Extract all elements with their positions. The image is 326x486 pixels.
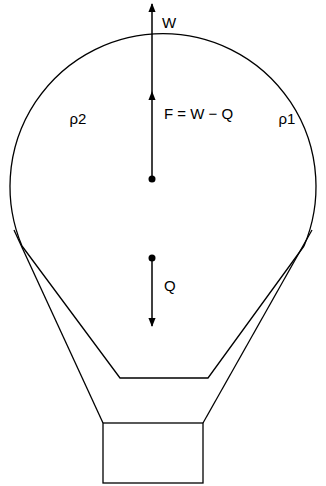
suspension-line (203, 230, 312, 423)
force-label: F = W − Q (164, 106, 233, 121)
suspension-line (14, 230, 103, 423)
force-label: W (162, 15, 176, 30)
balloon-envelope (10, 34, 316, 246)
center-of-buoyancy (149, 176, 156, 183)
lift-force-arrow (151, 92, 153, 178)
basket (103, 423, 203, 483)
weight-arrow (151, 258, 153, 326)
balloon-skirt (22, 246, 304, 378)
force-label: ρ2 (70, 111, 87, 126)
buoyancy-arrow (151, 4, 153, 92)
force-label: Q (164, 278, 176, 293)
force-label: ρ1 (279, 111, 296, 126)
